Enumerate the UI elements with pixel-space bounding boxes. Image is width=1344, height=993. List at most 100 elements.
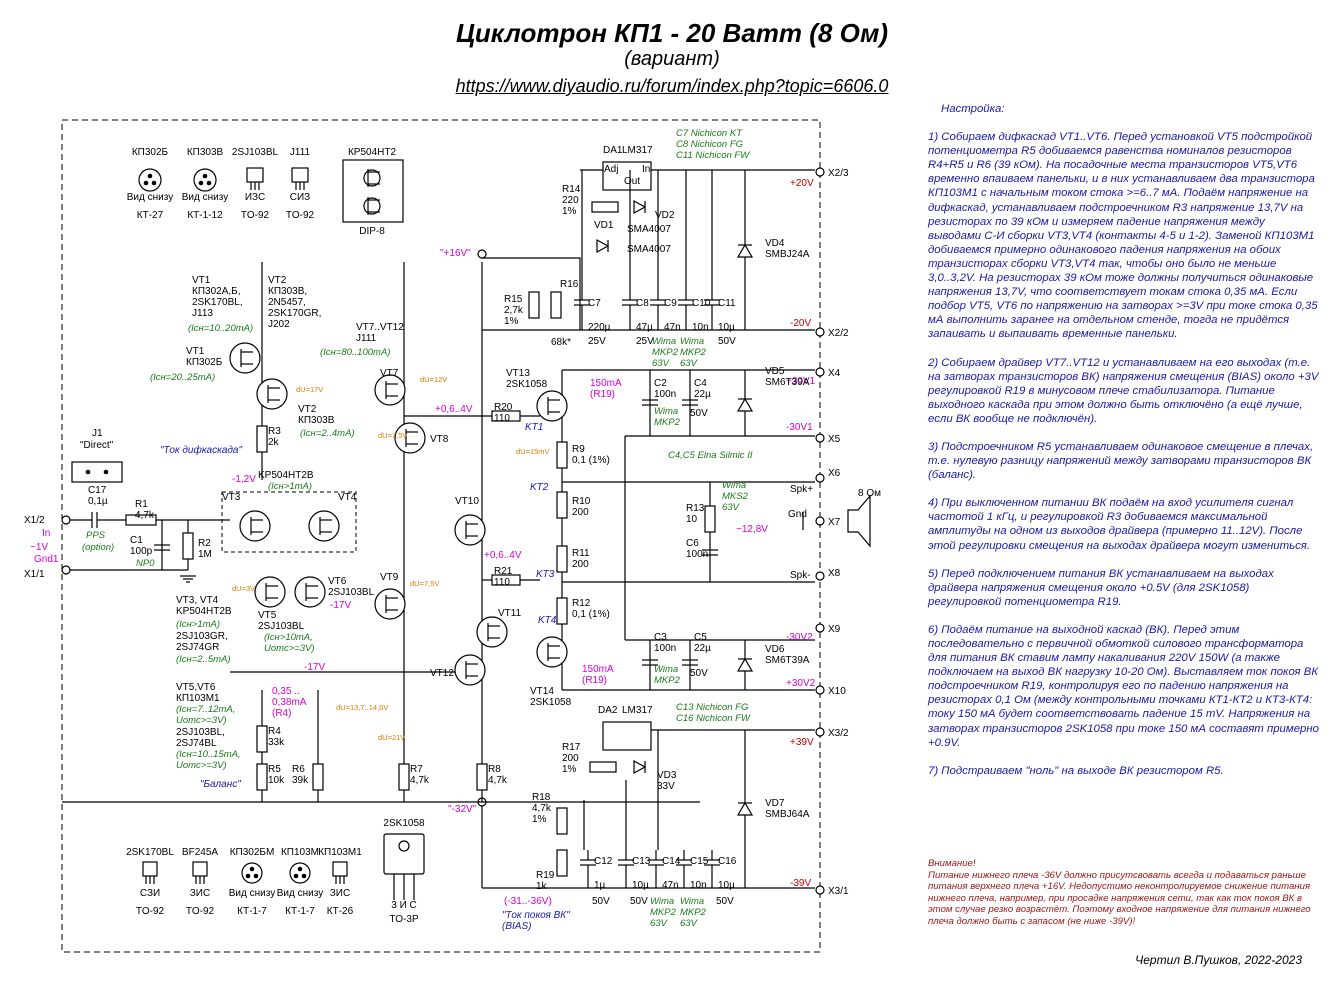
terminal-label: X1/1 [24, 569, 45, 580]
terminal [61, 565, 71, 575]
resistor [312, 763, 324, 791]
diode-label: VD2 [655, 210, 675, 221]
cap-label: C9 [664, 298, 677, 309]
note-step: 6) Подаём питание на выходной каскад (ВК… [928, 623, 1319, 749]
node-voltage: -17V [330, 600, 351, 611]
diode-part: SMA4007 [627, 244, 671, 255]
junction [151, 180, 157, 186]
note-step: 5) Перед подключением питания ВК устанав… [928, 567, 1274, 608]
transistor-current: (Iсн=80..100mA) [320, 347, 390, 358]
package-name: 2SK170BL [126, 847, 174, 858]
resistor [528, 291, 540, 319]
package-icon [138, 168, 162, 192]
package-pins: ЗИС [330, 888, 350, 899]
cap-label: C11 [718, 298, 736, 309]
terminal [815, 623, 825, 633]
voltage-drop: dU=13,7..14,6V [336, 703, 388, 712]
resistor [556, 597, 568, 625]
bias-range: (-31..-36V) [504, 896, 552, 907]
spk-label: Spk+ [790, 484, 813, 495]
rail-voltage: -30V1 [786, 422, 813, 433]
package-icon [289, 862, 311, 884]
terminal [477, 249, 487, 259]
package-pins: ИЗС [245, 192, 265, 203]
transistor-label: VT7 [380, 368, 399, 379]
matched-pair-box [221, 491, 357, 553]
resistor [704, 505, 716, 533]
resistor [591, 201, 619, 213]
cap-label: C15 [690, 856, 709, 867]
package-name: КП302БМ [230, 847, 275, 858]
rail-voltage: +20V [790, 178, 814, 189]
transistor [308, 510, 340, 542]
rail-voltage: -30V2 [786, 632, 813, 643]
package-icon [332, 861, 348, 877]
diode [633, 759, 647, 775]
terminal-label: X4 [828, 368, 841, 379]
junction [206, 180, 212, 186]
resistor [256, 725, 268, 753]
package-icon [291, 167, 309, 183]
terminal-label: X3/2 [828, 728, 849, 739]
node-voltage: ~12,8V [736, 524, 768, 535]
cap-label: C12 [594, 856, 613, 867]
package-name: КП302Б [132, 147, 169, 158]
test-point: KT3 [536, 569, 555, 580]
resistor [550, 291, 562, 319]
resistor [556, 441, 568, 469]
source-url[interactable]: https://www.diyaudio.ru/forum/index.php?… [455, 76, 889, 96]
package-case: КТ-1-7 [237, 906, 267, 917]
cap-label: C16 [718, 856, 737, 867]
transistor-current: (Iсн=7..12mA,Uотс>=3V) [176, 704, 235, 726]
cap-brand: NP0 [136, 558, 155, 569]
package-case: TO-92 [186, 906, 215, 917]
transistor-current: (Iсн>1mA) [268, 481, 312, 492]
input-label: In [42, 528, 50, 539]
package-icon [142, 861, 158, 877]
resistor [556, 849, 568, 877]
tuning-notes: Настройка: 1) Собираем дифкаскад VT1..VT… [928, 102, 1320, 792]
cap-label: C14 [662, 856, 681, 867]
transistor-current: (Iсн=10..15mA,Uотс>=3V) [176, 749, 241, 771]
terminal-label: X1/2 [24, 515, 45, 526]
jumper [71, 461, 123, 483]
transistor-label: VT12 [430, 668, 454, 679]
cap-value: 10n [690, 880, 707, 891]
package-view: Вид снизу [229, 888, 275, 899]
transistor-label: VT3 [222, 492, 241, 503]
terminal [815, 167, 825, 177]
node-voltage: +0,6..4V [484, 550, 522, 561]
cap-voltage: 50V [630, 896, 648, 907]
package-case: TO-92 [136, 906, 165, 917]
terminal [815, 327, 825, 337]
transistor [229, 342, 261, 374]
transistor [536, 636, 568, 668]
terminal [815, 885, 825, 895]
cap-value: 1µ [594, 880, 606, 891]
terminal [815, 685, 825, 695]
terminal-label: X5 [828, 434, 841, 445]
resistor [556, 545, 568, 573]
package-case: DIP-8 [359, 226, 385, 237]
transistor [294, 576, 326, 608]
part-label: KP504HT2B [258, 470, 314, 481]
speaker-icon [847, 494, 871, 548]
ic-ref: DA1 [603, 145, 623, 156]
